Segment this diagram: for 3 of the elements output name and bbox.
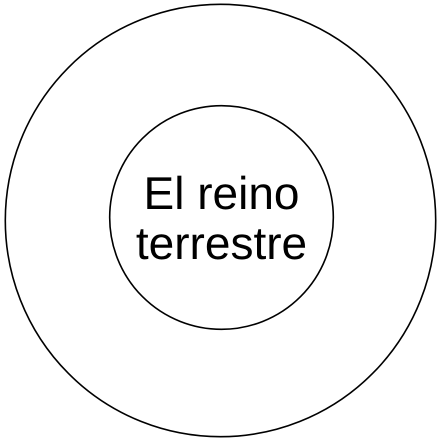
outer-circle <box>4 3 437 438</box>
node-label: El reino terrestre <box>134 168 308 268</box>
inner-circle <box>109 105 334 330</box>
